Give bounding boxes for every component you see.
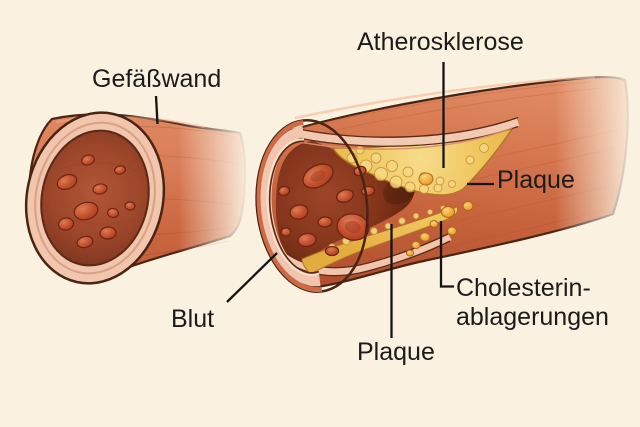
- label-gefaesswand: Gefäßwand: [92, 65, 222, 93]
- top-wall-cut-band: [295, 116, 520, 150]
- label-cholesterin-line2: ablagerungen: [456, 303, 609, 331]
- left-vessel-opening: [24, 111, 166, 285]
- label-cholesterin-line1: Cholesterin-: [456, 274, 591, 302]
- pointer-line-blut: [226, 252, 278, 303]
- left-vessel-illustration: [24, 111, 247, 285]
- label-cholesterin: Cholesterin- ablagerungen: [456, 274, 609, 332]
- right-vessel-body: [258, 75, 629, 290]
- cholesterol-droplets: [405, 201, 474, 257]
- pointer-line-cholesterin: [439, 221, 454, 288]
- label-plaque-bottom: Plaque: [357, 338, 435, 366]
- right-vessel-illustration: [255, 75, 629, 293]
- label-plaque-right: Plaque: [497, 166, 575, 194]
- left-blood-cells: [56, 154, 136, 249]
- right-vessel-opening: [255, 119, 369, 293]
- label-blut: Blut: [171, 305, 215, 333]
- pointer-line-gefaesswand: [154, 95, 159, 125]
- pointer-lines: [154, 62, 494, 338]
- label-atherosklerose: Atherosklerose: [357, 28, 524, 56]
